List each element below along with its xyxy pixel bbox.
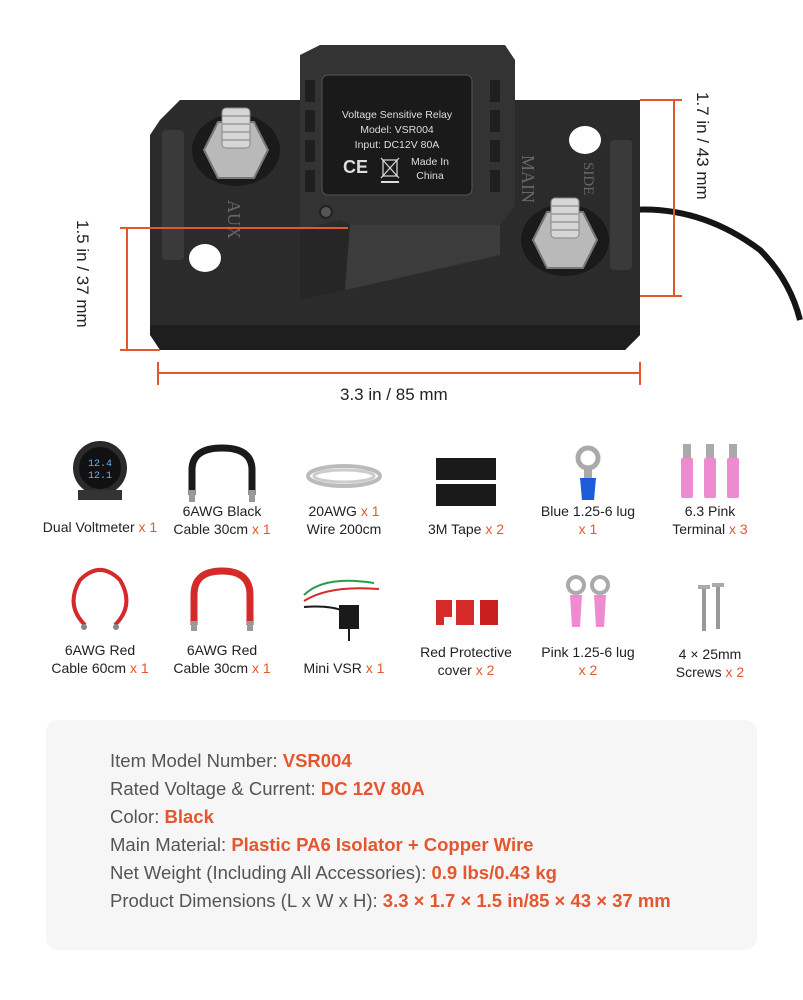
black-cable-icon xyxy=(188,444,256,502)
relay-illustration: Voltage Sensitive Relay Model: VSR004 In… xyxy=(120,45,803,385)
status-led-icon xyxy=(319,205,333,219)
blue-lug-icon xyxy=(575,445,601,500)
relay-cable xyxy=(629,206,803,321)
dimension-height-right: 1.7 in / 43 mm xyxy=(693,92,712,200)
specifications-panel: Item Model Number: VSR004 Rated Voltage … xyxy=(46,720,757,950)
tape-icon xyxy=(436,458,496,506)
dimension-height-left: 1.5 in / 37 mm xyxy=(73,220,92,328)
ce-mark: CE xyxy=(343,157,368,177)
mount-hole-left xyxy=(189,244,221,272)
relay-label-plate xyxy=(321,74,473,196)
spec-model-number: Item Model Number: VSR004 xyxy=(110,750,352,771)
red-cable-long-icon xyxy=(71,568,129,630)
dimension-width: 3.3 in / 85 mm xyxy=(340,385,448,404)
screws-icon xyxy=(698,583,724,631)
dual-voltmeter-icon: 12.4 12.1 xyxy=(73,441,127,500)
spec-rated-voltage: Rated Voltage & Current: DC 12V 80A xyxy=(110,778,425,799)
product-hero: Voltage Sensitive Relay Model: VSR004 In… xyxy=(0,0,803,420)
aux-label: AUX xyxy=(224,200,244,239)
mini-vsr-icon xyxy=(303,579,380,641)
relay-label-line-2: Model: VSR004 xyxy=(360,124,434,136)
aux-terminal-icon xyxy=(192,107,280,186)
side-label: SIDE xyxy=(580,162,596,195)
mount-hole-right xyxy=(569,126,601,154)
main-label: MAIN xyxy=(518,155,538,203)
wire-coil-icon xyxy=(306,464,382,488)
voltmeter-reading-1: 12.4 xyxy=(88,459,112,470)
voltmeter-reading-2: 12.1 xyxy=(88,471,112,482)
dimension-guides xyxy=(120,99,682,385)
pink-lug-icon xyxy=(566,575,610,627)
accessory-caption: 3M Tape x 2 xyxy=(427,521,505,537)
red-cover-icon xyxy=(436,600,498,625)
spec-dimensions: Product Dimensions (L x W x H): 3.3 × 1.… xyxy=(110,890,671,911)
made-in-line-1: Made In xyxy=(411,156,449,168)
pink-terminal-icon xyxy=(681,444,739,498)
relay-label-line-1: Voltage Sensitive Relay xyxy=(342,109,453,121)
spec-color: Color: Black xyxy=(110,806,214,827)
spec-net-weight: Net Weight (Including All Accessories): … xyxy=(110,862,557,883)
main-terminal-icon xyxy=(521,197,609,276)
relay-label-line-3: Input: DC12V 80A xyxy=(355,139,440,151)
spec-main-material: Main Material: Plastic PA6 Isolator + Co… xyxy=(110,834,534,855)
accessory-caption: Mini VSR x 1 xyxy=(303,660,385,676)
made-in-line-2: China xyxy=(416,170,444,182)
accessory-caption: Dual Voltmeter x 1 xyxy=(42,519,158,535)
weee-bin-icon xyxy=(380,157,400,183)
red-cable-short-icon xyxy=(190,567,254,631)
